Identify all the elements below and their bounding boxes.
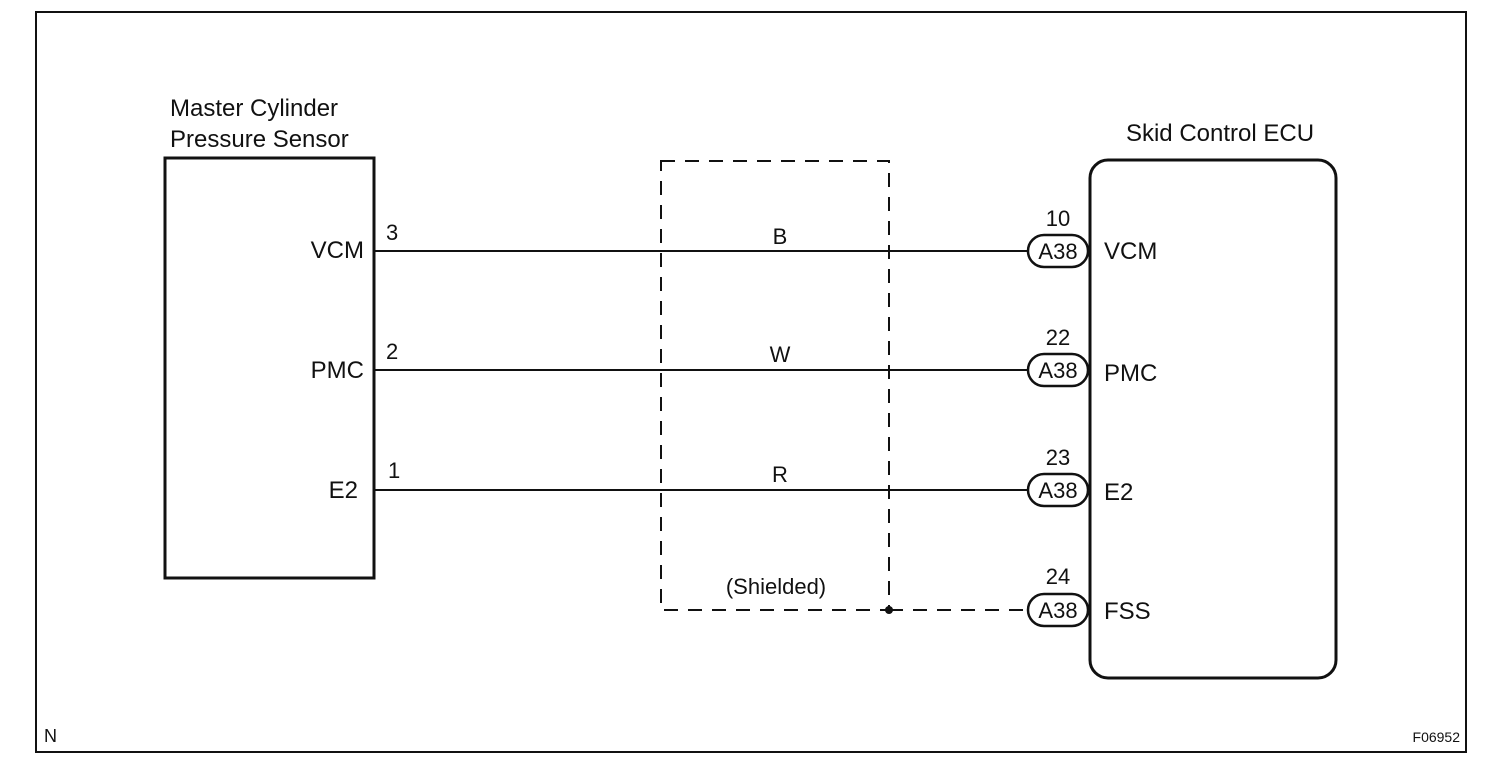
- shield-junction-dot: [885, 606, 893, 614]
- ecu-title: Skid Control ECU: [1126, 120, 1314, 147]
- connector-code-vcm: A38: [1038, 239, 1077, 264]
- sensor-title-line1: Master Cylinder: [170, 95, 338, 122]
- ecu-terminal-name-fss: FSS: [1104, 598, 1151, 625]
- ecu-terminal-number-10: 10: [1046, 206, 1070, 231]
- sensor-pin-number-2: 2: [386, 339, 398, 364]
- wire-color-code-b: B: [773, 224, 788, 249]
- ecu-terminal-number-24: 24: [1046, 564, 1070, 589]
- ecu-component: Skid Control ECU 10 A38 VCM 22 A38 PMC 2…: [1026, 120, 1338, 680]
- ecu-terminal-number-22: 22: [1046, 325, 1070, 350]
- connector-a38-e2: [1026, 472, 1090, 508]
- connector-code-pmc: A38: [1038, 358, 1077, 383]
- diagram-frame: [35, 11, 1467, 753]
- shield: (Shielded): [660, 160, 1030, 614]
- connector-a38-pmc: [1026, 352, 1090, 388]
- ecu-terminal-name-vcm: VCM: [1104, 238, 1157, 265]
- sensor-pin-number-3: 3: [386, 220, 398, 245]
- sensor-title-line2: Pressure Sensor: [170, 126, 349, 153]
- ecu-terminal-name-pmc: PMC: [1104, 360, 1157, 387]
- sensor-component: Master Cylinder Pressure Sensor VCM PMC …: [163, 95, 400, 580]
- connector-code-fss: A38: [1038, 598, 1077, 623]
- sensor-box: [163, 156, 376, 580]
- wires: B W R: [374, 224, 1030, 491]
- connector-code-e2: A38: [1038, 478, 1077, 503]
- wire-color-code-w: W: [770, 342, 791, 367]
- connector-a38-fss: [1026, 592, 1090, 628]
- shield-outline: [660, 160, 890, 611]
- connector-a38-vcm: [1026, 233, 1090, 269]
- sensor-pin-name-vcm: VCM: [311, 237, 364, 264]
- ecu-terminal-number-23: 23: [1046, 445, 1070, 470]
- sensor-pin-name-e2: E2: [329, 477, 358, 504]
- sensor-pin-number-1: 1: [388, 458, 400, 483]
- footer-left-code: N: [44, 726, 57, 746]
- ecu-box: [1088, 158, 1338, 680]
- ecu-terminal-name-e2: E2: [1104, 479, 1133, 506]
- sensor-pin-name-pmc: PMC: [311, 357, 364, 384]
- figure-id: F06952: [1413, 729, 1461, 745]
- shield-label: (Shielded): [726, 574, 826, 599]
- wire-color-code-r: R: [772, 462, 788, 487]
